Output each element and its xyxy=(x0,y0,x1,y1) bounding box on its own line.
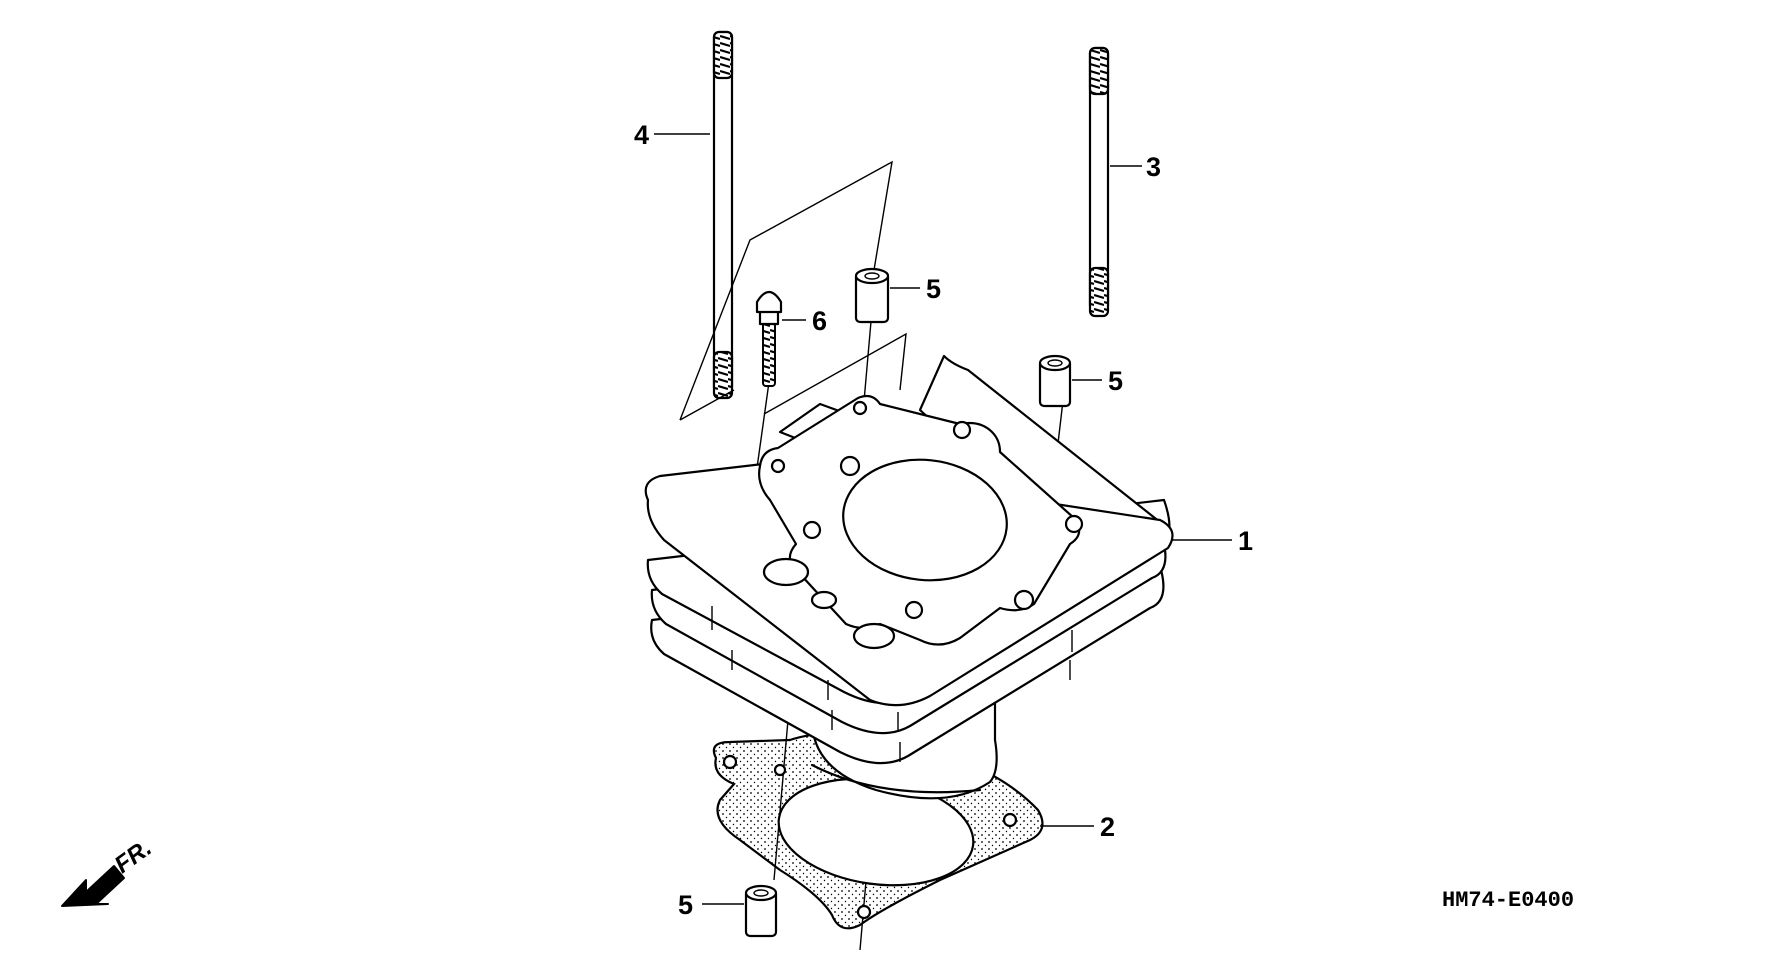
dowel-pin-right xyxy=(1038,354,1072,408)
callout-5-lower: 5 xyxy=(678,890,693,920)
stud-bolt-long xyxy=(712,30,734,400)
flange-bolt xyxy=(755,290,783,387)
callout-6: 6 xyxy=(812,306,827,336)
callout-1: 1 xyxy=(1238,526,1253,556)
leader-lines xyxy=(654,133,1232,905)
callout-5-right: 5 xyxy=(1108,366,1123,396)
callout-2: 2 xyxy=(1100,812,1115,842)
dowel-pin-upper xyxy=(854,267,890,324)
front-direction-arrow: FR. xyxy=(61,834,157,907)
dowel-pin-lower xyxy=(744,884,778,938)
callout-5-upper: 5 xyxy=(926,274,941,304)
callout-4: 4 xyxy=(634,120,649,150)
cylinder-block xyxy=(644,354,1174,800)
callout-3: 3 xyxy=(1146,152,1161,182)
diagram-code: HM74-E0400 xyxy=(1442,888,1574,913)
stud-bolt-short xyxy=(1088,46,1110,318)
